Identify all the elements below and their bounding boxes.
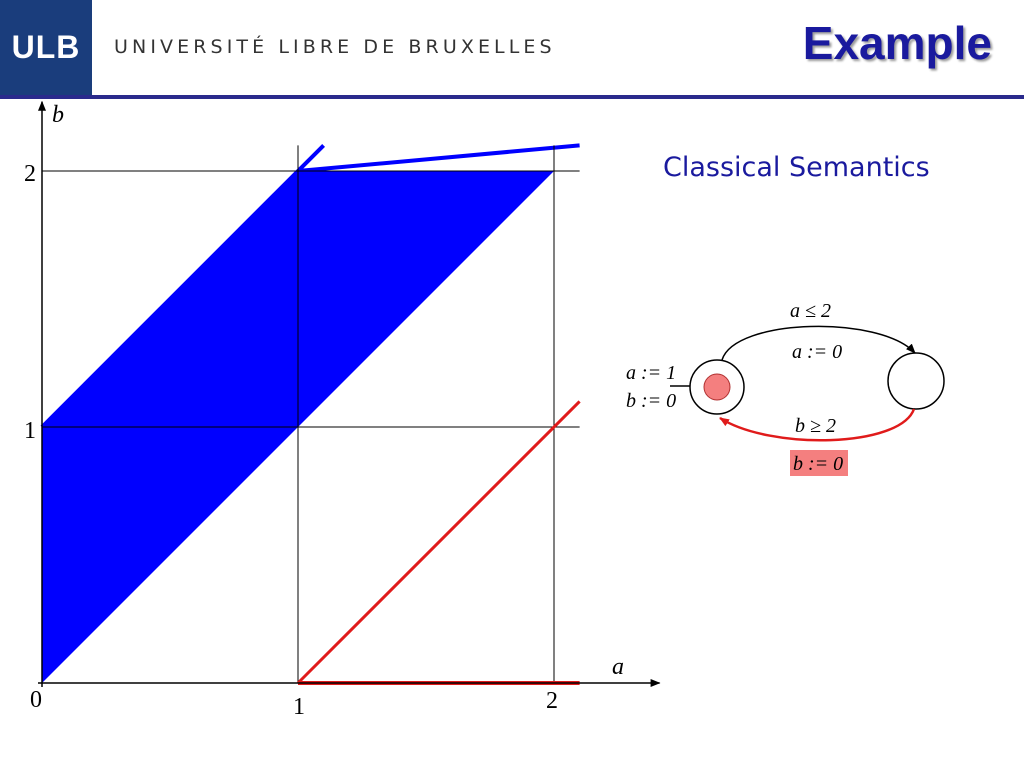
init-reset-a: a := 1	[626, 362, 676, 384]
state-second[interactable]	[887, 352, 945, 410]
x-tick-label: 2	[546, 688, 558, 714]
blue-diagonal-extension	[40, 143, 326, 429]
current-state-marker	[703, 373, 731, 401]
origin-label: 0	[30, 687, 42, 713]
edge-top[interactable]	[721, 325, 916, 361]
subtitle: Classical Semantics	[663, 152, 930, 183]
y-tick-label: 1	[24, 418, 36, 444]
reset-highlight	[790, 450, 848, 476]
top-reset: a := 0	[792, 341, 842, 363]
plot: 0 1 2 1 2 a b	[24, 100, 661, 720]
x-tick-label: 1	[293, 694, 305, 720]
timed-automaton: a := 1 b := 0 a ≤ 2 a := 0 b ≥ 2 b := 0	[626, 300, 945, 475]
bottom-guard: b ≥ 2	[795, 415, 836, 437]
slide-title: Example	[802, 17, 992, 69]
logo-text: ULB	[11, 29, 81, 65]
blue-diagonal-extension	[297, 143, 580, 173]
header-rule	[0, 95, 1024, 99]
university-name: UNIVERSITÉ LIBRE DE BRUXELLES	[114, 36, 556, 58]
x-axis-label: a	[612, 654, 624, 680]
bottom-reset: b := 0	[793, 453, 843, 475]
y-axis-label: b	[52, 102, 64, 128]
top-guard: a ≤ 2	[790, 300, 831, 322]
red-diagonal	[296, 400, 581, 685]
ulb-logo: ULB	[0, 0, 92, 95]
init-reset-b: b := 0	[626, 390, 676, 412]
edge-bottom[interactable]	[719, 408, 916, 442]
y-tick-label: 2	[24, 161, 36, 187]
